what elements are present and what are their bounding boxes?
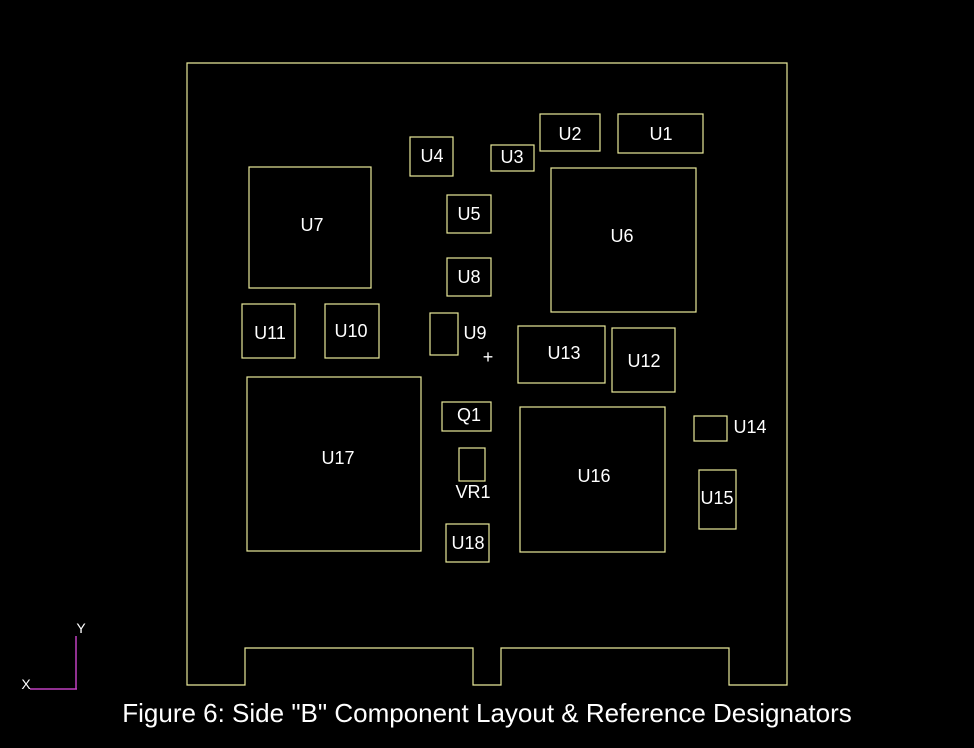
label-u18: U18 [451, 533, 484, 553]
label-vr1: VR1 [455, 482, 490, 502]
board-outline [186, 62, 788, 686]
component-u6-body [550, 167, 697, 313]
x-axis-label: X [21, 676, 31, 692]
component-u4-body [409, 136, 454, 177]
y-axis-label: Y [76, 620, 86, 636]
label-q1: Q1 [457, 405, 481, 425]
label-u4: U4 [420, 146, 443, 166]
label-u1: U1 [649, 124, 672, 144]
component-u11-body [241, 303, 296, 359]
label-u15: U15 [700, 488, 733, 508]
component-u2-body [539, 113, 601, 152]
label-u9: U9 [463, 323, 486, 343]
figure-caption: Figure 6: Side "B" Component Layout & Re… [122, 698, 852, 728]
label-u7: U7 [300, 215, 323, 235]
component-u13-body [517, 325, 606, 384]
component-u1-body [617, 113, 704, 154]
label-u3: U3 [500, 147, 523, 167]
label-u6: U6 [610, 226, 633, 246]
label-u11: U11 [254, 323, 286, 343]
axis-indicator: Y X [21, 620, 86, 692]
component-u7-body [248, 166, 372, 289]
component-u12-body [611, 327, 676, 393]
component-u18-body [445, 523, 490, 563]
component-u16-body [519, 406, 666, 553]
label-u10: U10 [334, 321, 367, 341]
component-u9-body [429, 312, 459, 356]
origin-marker: + [483, 347, 494, 367]
component-u5-body [446, 194, 492, 234]
label-u16: U16 [577, 466, 610, 486]
label-u13: U13 [547, 343, 580, 363]
label-u12: U12 [627, 351, 660, 371]
label-u14: U14 [733, 417, 766, 437]
component-q1-body [441, 401, 492, 432]
component-u10-body [324, 303, 380, 359]
component-vr1-body [458, 447, 486, 482]
component-u15-body [698, 469, 737, 530]
label-u2: U2 [558, 124, 581, 144]
component-u17-body [246, 376, 422, 552]
label-u17: U17 [321, 448, 354, 468]
component-u3-body [490, 144, 535, 172]
label-u5: U5 [457, 204, 480, 224]
component-u14-body [693, 415, 728, 442]
label-u8: U8 [457, 267, 480, 287]
component-u8-body [446, 257, 492, 297]
